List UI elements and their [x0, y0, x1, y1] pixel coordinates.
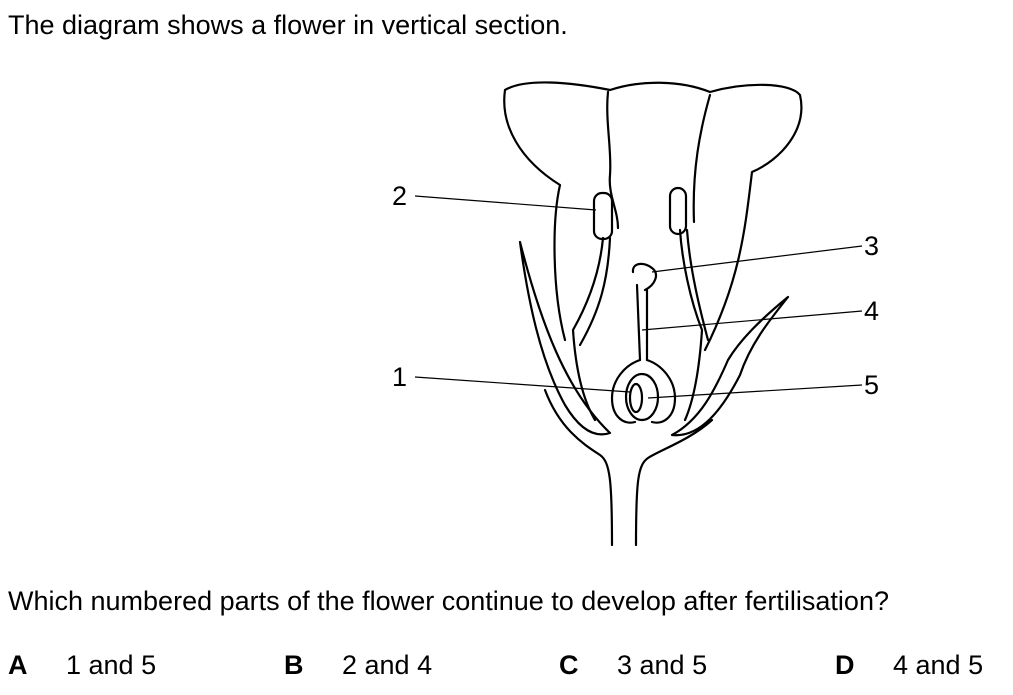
stamen-right-filament	[678, 228, 710, 422]
option-d-letter: D	[835, 650, 855, 680]
receptacle-left	[543, 388, 614, 547]
anther-left	[592, 191, 614, 241]
anther-right	[668, 186, 688, 236]
leader-line-1	[414, 376, 631, 393]
option-a-text: 1 and 5	[66, 650, 157, 680]
petal-outline	[503, 81, 803, 352]
label-2: 2	[392, 181, 407, 211]
label-3: 3	[864, 231, 879, 261]
label-1: 1	[392, 362, 407, 392]
option-d[interactable]: D 4 and 5	[835, 648, 983, 682]
ovule	[628, 382, 644, 414]
style	[635, 283, 649, 362]
option-b-text: 2 and 4	[342, 650, 433, 680]
option-a-letter: A	[8, 650, 28, 680]
leader-line-5	[647, 384, 863, 399]
label-4: 4	[864, 296, 879, 326]
option-b[interactable]: B 2 and 4	[284, 648, 432, 682]
ovary-wall	[610, 358, 677, 424]
intro-text: The diagram shows a flower in vertical s…	[8, 10, 568, 40]
option-b-letter: B	[284, 650, 304, 680]
petal-fold-right	[692, 93, 712, 224]
question-text: Which numbered parts of the flower conti…	[8, 586, 889, 616]
label-5: 5	[864, 370, 879, 400]
sepal-left	[518, 240, 612, 436]
option-a[interactable]: A 1 and 5	[8, 648, 156, 682]
option-c-letter: C	[559, 650, 579, 680]
leader-line-3	[651, 245, 863, 273]
petal-fold-left	[606, 90, 620, 230]
sepal-right	[670, 295, 790, 437]
stamen-left-filament	[571, 236, 612, 422]
stigma	[631, 262, 658, 292]
leader-line-2	[414, 195, 597, 211]
receptacle-right	[634, 418, 714, 547]
option-c-text: 3 and 5	[617, 650, 708, 680]
option-d-text: 4 and 5	[893, 650, 984, 680]
leader-line-4	[641, 310, 863, 331]
option-c[interactable]: C 3 and 5	[559, 648, 707, 682]
